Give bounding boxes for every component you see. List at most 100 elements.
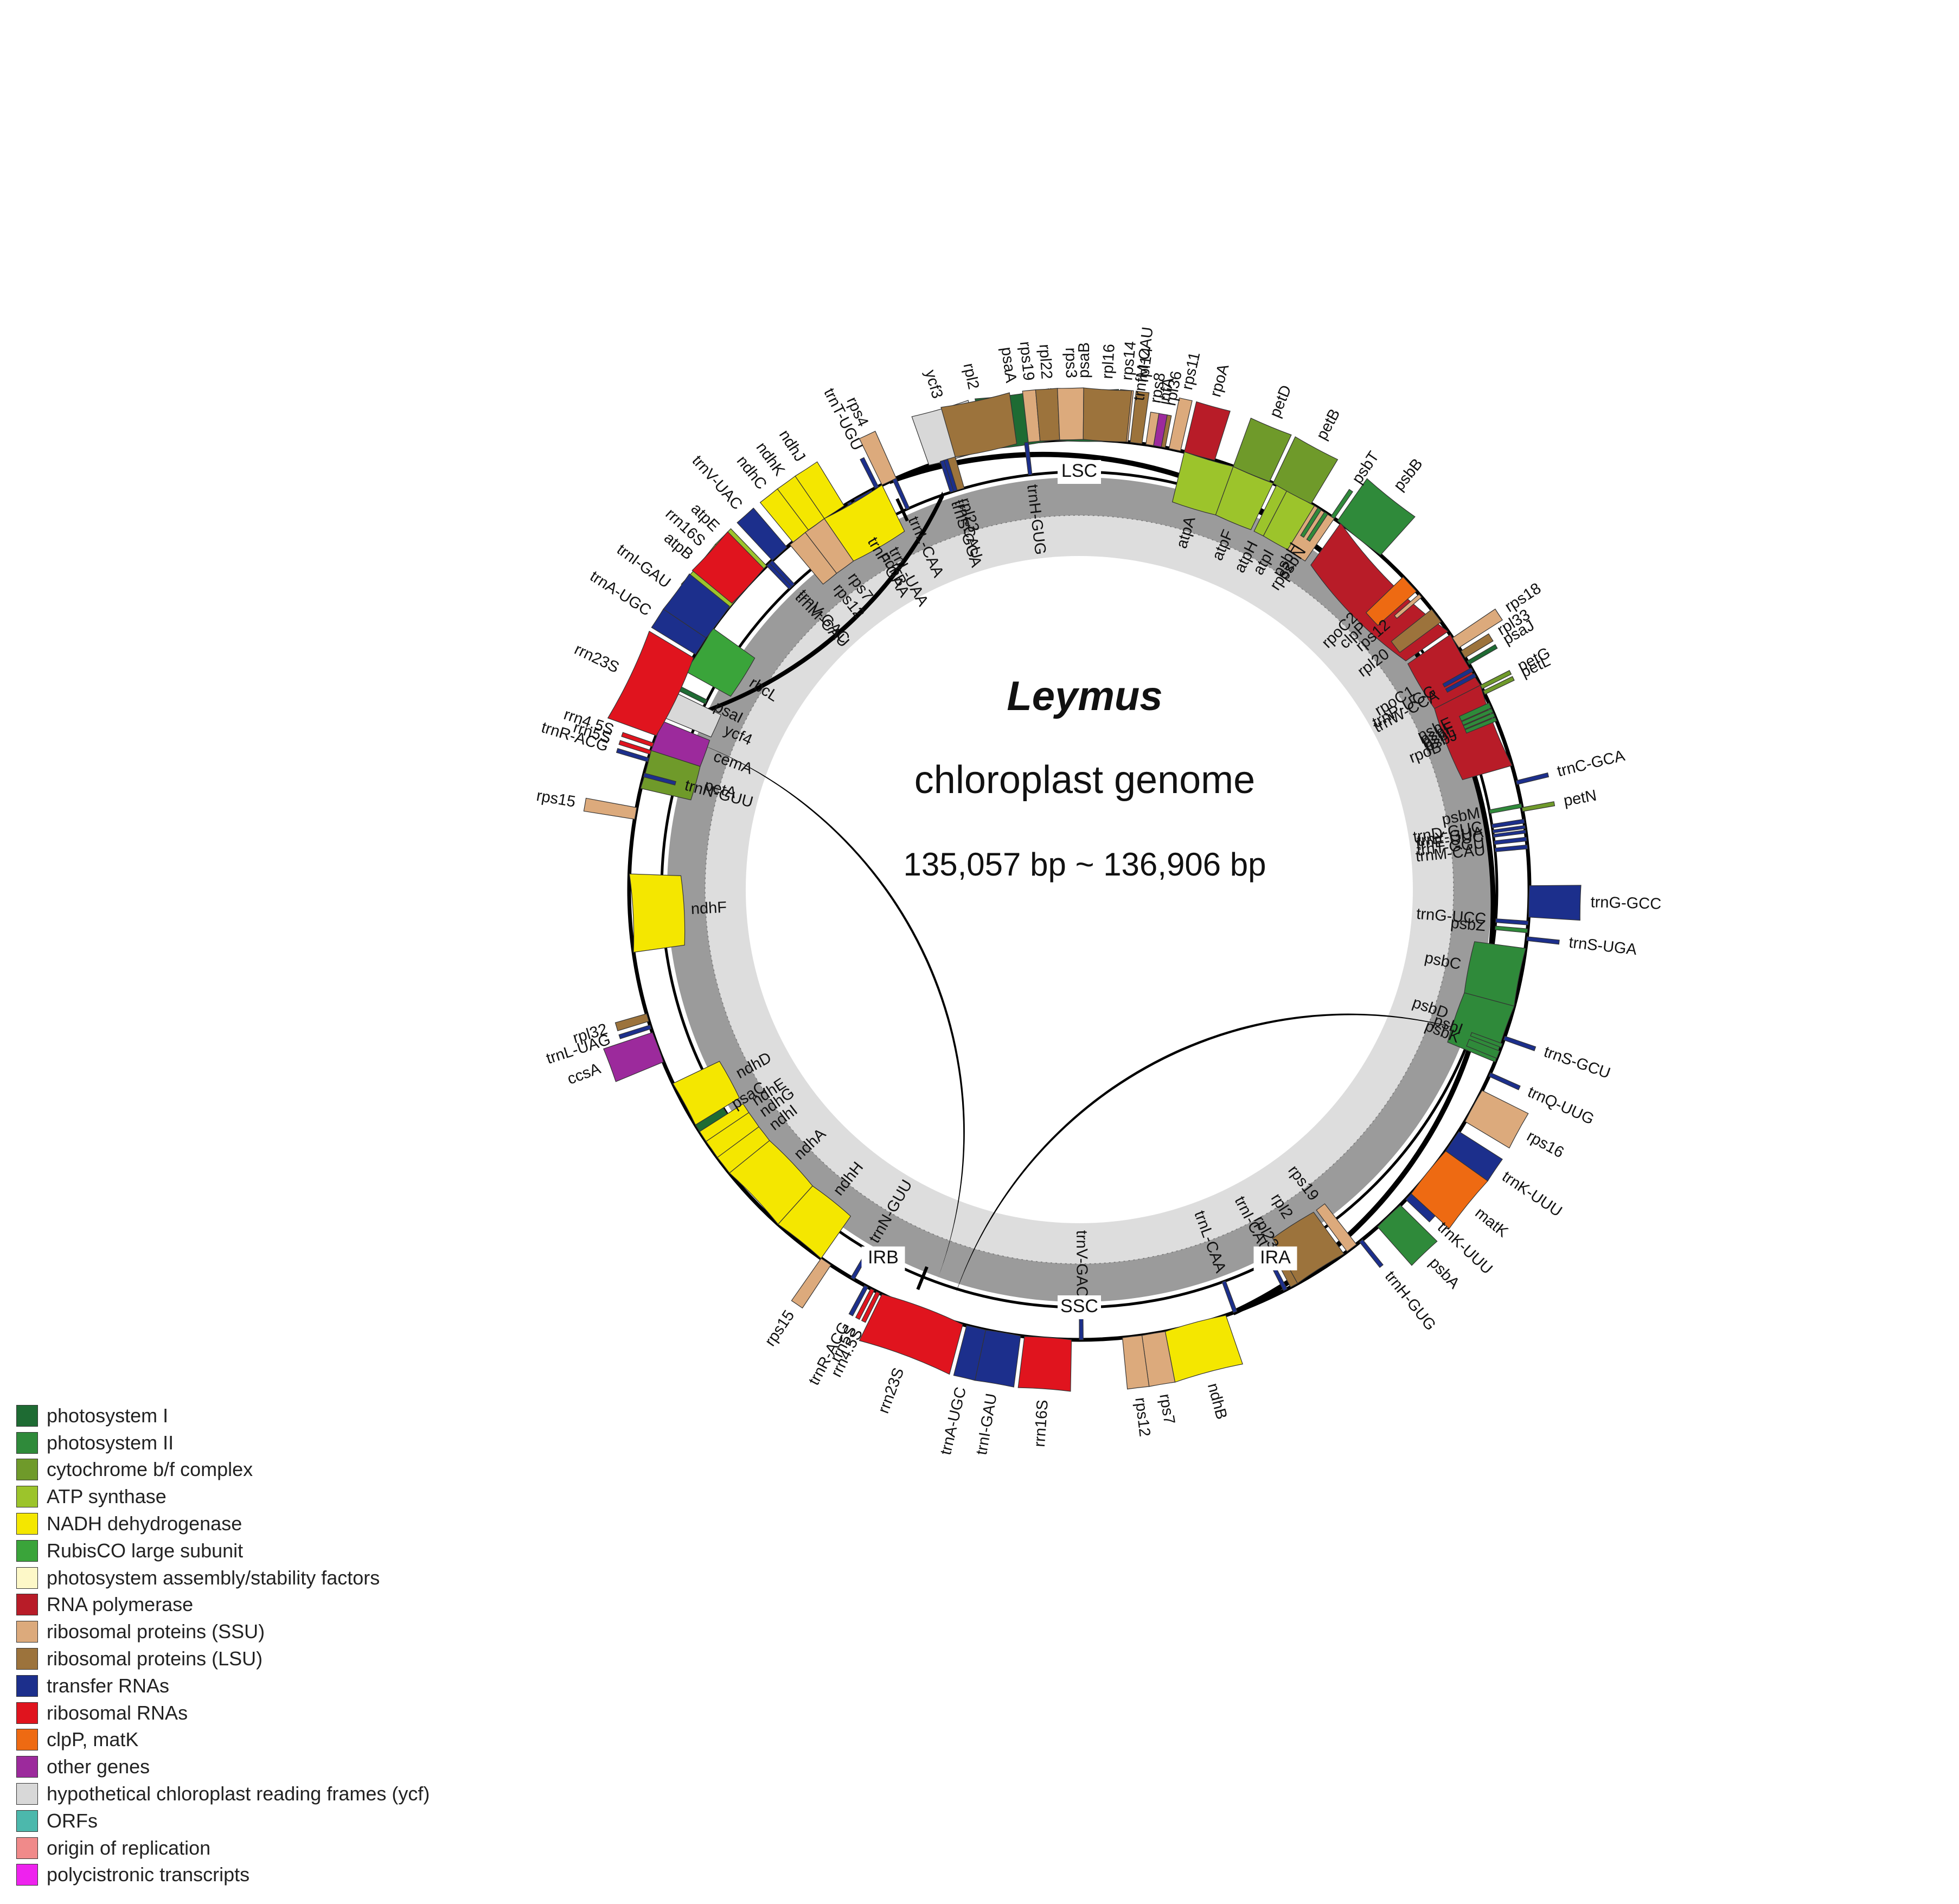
gene-block (861, 1291, 881, 1323)
gene-label: petB (1313, 406, 1343, 443)
gene-block (621, 732, 654, 747)
gene-block (1461, 708, 1494, 726)
region-label-backdrop (1058, 460, 1101, 484)
region-label-backdrop (1058, 1295, 1101, 1319)
gene-label: rps14 (1118, 340, 1139, 381)
gene-block (1526, 936, 1560, 945)
gene-block (1461, 633, 1494, 659)
gene-block (616, 748, 650, 763)
gene-label: trnG-GCC (1590, 893, 1661, 912)
gene-label: rps15 (535, 787, 577, 811)
legend-swatch (16, 1404, 38, 1427)
region-boundary-tick (916, 1266, 929, 1290)
legend-label: polycistronic transcripts (47, 1863, 250, 1886)
gene-block (1470, 1032, 1503, 1048)
legend-item: other genes (16, 1753, 430, 1780)
legend-label: transfer RNAs (47, 1674, 170, 1697)
gene-label: trnV-GAC (1073, 1230, 1091, 1298)
gene-label: ndhB (1204, 1381, 1230, 1421)
gene-label: trnS-GCU (1541, 1043, 1612, 1082)
legend-item: origin of replication (16, 1835, 430, 1862)
gene-block (1359, 1239, 1384, 1268)
gene-label: psbB (1390, 455, 1426, 494)
gene-block (1221, 1280, 1238, 1313)
gene-label: rps12 (1131, 1396, 1153, 1437)
gene-block (1494, 925, 1528, 934)
gene-label: trnH-GUG (1381, 1268, 1439, 1334)
gene-block (1503, 1036, 1537, 1051)
legend-swatch (16, 1432, 38, 1454)
gene-block (1491, 819, 1525, 828)
legend-swatch (16, 1702, 38, 1724)
gene-block (1494, 836, 1527, 845)
gene-block (1464, 717, 1497, 734)
legend-label: clpP, matK (47, 1728, 139, 1751)
gene-block (643, 772, 676, 785)
gene-block (823, 484, 905, 562)
legend-label: RNA polymerase (47, 1593, 194, 1616)
legend-item: cytochrome b/f complex (16, 1456, 430, 1484)
gene-label: rrn23S (875, 1365, 907, 1416)
region-boundary-tick (895, 498, 909, 522)
gene-label: psbA (1425, 1254, 1463, 1292)
legend-label: cytochrome b/f complex (47, 1458, 253, 1481)
gene-block (1316, 1203, 1357, 1253)
gene-block (795, 461, 845, 519)
genome-title-block: Leymus chloroplast genome 135,057 bp ~ 1… (814, 673, 1356, 883)
gene-block (629, 873, 686, 953)
legend-swatch (16, 1648, 38, 1670)
gene-block (1494, 844, 1528, 852)
gene-block (1452, 608, 1503, 648)
gene-block (1365, 576, 1417, 626)
legend-swatch (16, 1594, 38, 1616)
legend-item: clpP, matK (16, 1727, 430, 1754)
gene-block (1233, 417, 1292, 482)
gc-midline (705, 515, 1454, 1264)
gene-label: rps15 (761, 1307, 798, 1350)
gene-block (1394, 593, 1422, 619)
legend-swatch (16, 1621, 38, 1643)
legend-label: other genes (47, 1755, 150, 1778)
gene-track (583, 387, 1582, 1392)
region-label-backdrop (861, 1246, 905, 1270)
legend-swatch (16, 1783, 38, 1805)
gene-block (1445, 673, 1477, 693)
gene-label: trnA-UGC (937, 1385, 970, 1456)
gene-label: psbZ (1450, 915, 1486, 935)
gene-block (1488, 1072, 1521, 1090)
gene-block (1442, 667, 1474, 688)
gene-label: rpl16 (1099, 343, 1118, 379)
gene-label: rpoA (1207, 362, 1232, 399)
legend-label: RubisCO large subunit (47, 1539, 244, 1562)
legend-label: hypothetical chloroplast reading frames … (47, 1782, 430, 1805)
gene-label: rpl2 (960, 362, 982, 391)
gene-label: petN (1562, 787, 1598, 809)
gene-block (1057, 387, 1084, 440)
legend-swatch (16, 1864, 38, 1886)
gene-label: trnQ-UUG (1525, 1083, 1597, 1128)
gene-label: trnK-UUU (1499, 1168, 1565, 1221)
gene-label: ycf3 (921, 368, 946, 400)
gene-block (663, 573, 730, 638)
legend-swatch (16, 1837, 38, 1859)
gene-block (791, 1258, 831, 1309)
gene-block (1489, 803, 1522, 814)
gene-block (1184, 401, 1231, 461)
gene-label: rps19 (1016, 341, 1038, 381)
legend-swatch (16, 1567, 38, 1589)
gene-block (614, 1013, 650, 1031)
gene-block (1466, 1039, 1500, 1059)
gene-block (607, 630, 694, 736)
legend-swatch (16, 1675, 38, 1697)
gene-block (1168, 397, 1193, 451)
region-label: IRB (868, 1247, 899, 1268)
legend-label: ribosomal RNAs (47, 1701, 188, 1724)
gene-block (1480, 670, 1512, 689)
gene-block (1035, 388, 1060, 442)
gene-label: trnC-GCA (1555, 747, 1627, 780)
legend-label: ribosomal proteins (SSU) (47, 1620, 265, 1643)
legend-swatch (16, 1756, 38, 1778)
gene-label: ndhF (690, 899, 727, 918)
gene-label: ccsA (565, 1060, 604, 1088)
